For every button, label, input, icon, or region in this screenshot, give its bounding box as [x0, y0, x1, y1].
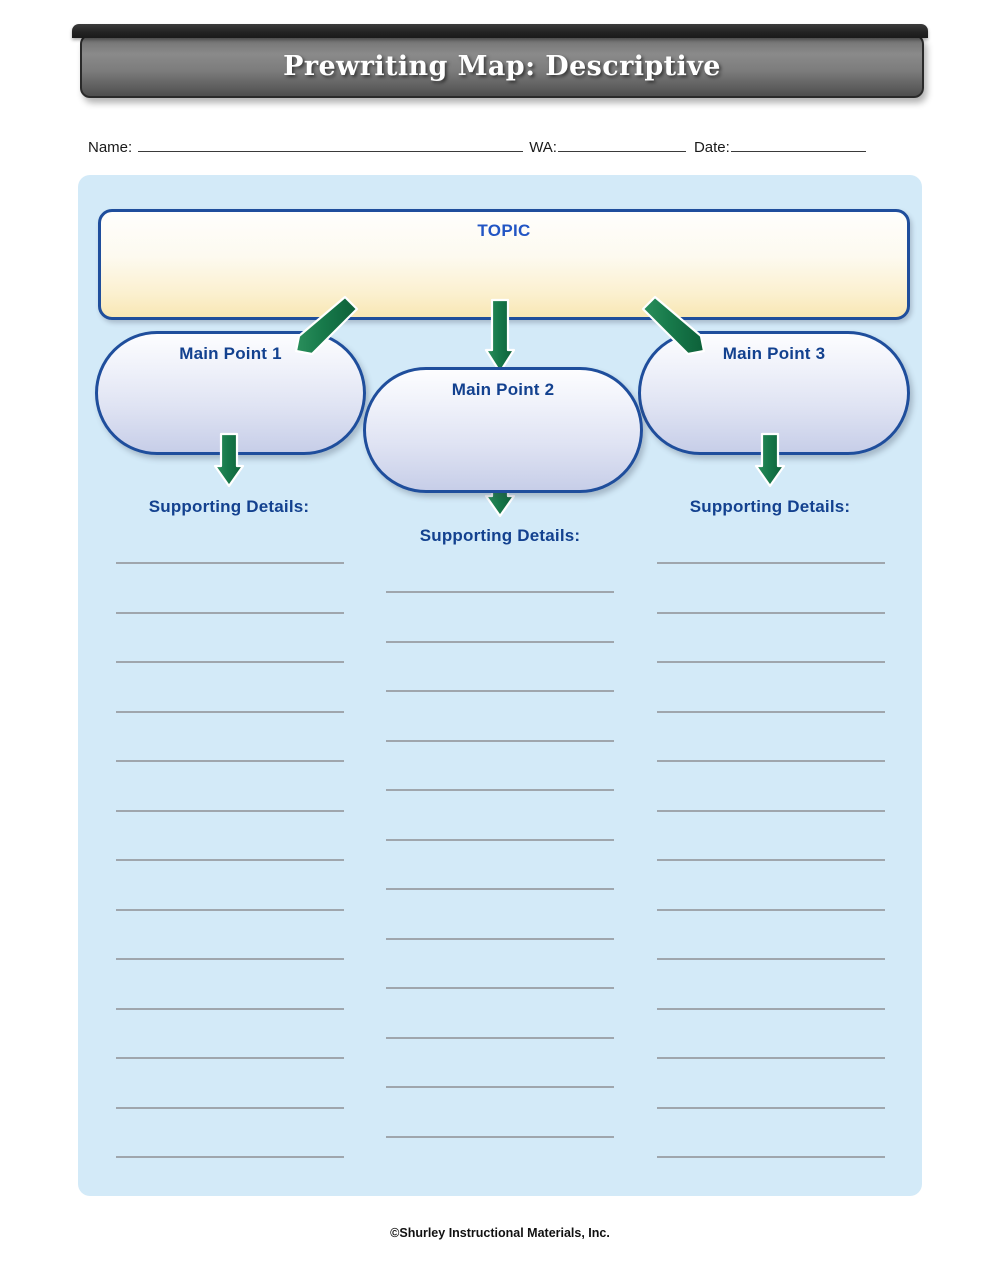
writing-line[interactable]	[386, 1036, 614, 1039]
writing-line[interactable]	[657, 611, 885, 614]
writing-line[interactable]	[386, 591, 614, 593]
writing-line[interactable]	[386, 937, 614, 940]
wa-label: WA:	[529, 139, 557, 156]
date-label: Date:	[693, 139, 730, 156]
writing-line[interactable]	[386, 690, 614, 692]
writing-line[interactable]	[386, 789, 614, 791]
supporting-details-2-heading: Supporting Details:	[419, 526, 581, 545]
writing-line[interactable]	[657, 1156, 885, 1158]
main-point-3-box[interactable]: Main Point 3	[638, 331, 910, 455]
main-point-1-box[interactable]: Main Point 1	[95, 331, 366, 455]
main-point-1-label: Main Point 1	[179, 344, 282, 363]
main-point-2-label: Main Point 2	[451, 380, 555, 399]
writing-line[interactable]	[116, 661, 344, 663]
page-title: Prewriting Map: Descriptive	[283, 50, 721, 82]
writing-line[interactable]	[657, 958, 885, 960]
writing-line[interactable]	[657, 760, 885, 762]
wa-input[interactable]	[557, 139, 686, 152]
writing-line[interactable]	[657, 1057, 885, 1059]
writing-line[interactable]	[116, 859, 344, 861]
identity-row: Name: WA: Date:	[88, 139, 912, 161]
name-label: Name:	[88, 139, 133, 156]
writing-line[interactable]	[657, 859, 885, 861]
writing-line[interactable]	[116, 1106, 344, 1109]
writing-line[interactable]	[386, 1135, 614, 1138]
writing-line[interactable]	[116, 1007, 344, 1010]
name-input[interactable]	[138, 139, 524, 152]
writing-line[interactable]	[657, 710, 885, 713]
organizer-panel	[78, 175, 922, 1196]
supporting-details-1-heading: Supporting Details:	[148, 497, 310, 516]
writing-line[interactable]	[386, 1086, 614, 1088]
writing-line[interactable]	[116, 958, 344, 960]
writing-line[interactable]	[116, 760, 344, 762]
writing-line[interactable]	[116, 562, 344, 564]
writing-line[interactable]	[657, 562, 885, 564]
supporting-details-3-heading: Supporting Details:	[689, 497, 851, 516]
writing-line[interactable]	[386, 987, 614, 989]
writing-line[interactable]	[116, 611, 344, 614]
banner-top-bar	[72, 24, 928, 38]
writing-line[interactable]	[116, 710, 344, 713]
writing-line[interactable]	[657, 661, 885, 663]
banner-body: Prewriting Map: Descriptive	[80, 34, 924, 98]
writing-line[interactable]	[657, 809, 885, 812]
title-banner: Prewriting Map: Descriptive	[72, 24, 928, 98]
writing-line[interactable]	[386, 838, 614, 841]
copyright-footer: ©Shurley Instructional Materials, Inc.	[390, 1226, 610, 1240]
main-point-2-box[interactable]: Main Point 2	[363, 367, 643, 493]
writing-line[interactable]	[116, 1156, 344, 1158]
writing-line[interactable]	[116, 908, 344, 911]
writing-line[interactable]	[386, 739, 614, 742]
writing-line[interactable]	[657, 908, 885, 911]
date-input[interactable]	[730, 139, 866, 152]
writing-line[interactable]	[386, 888, 614, 890]
writing-line[interactable]	[386, 640, 614, 643]
writing-line[interactable]	[116, 1057, 344, 1059]
writing-line[interactable]	[657, 1007, 885, 1010]
writing-line[interactable]	[657, 1106, 885, 1109]
topic-label: TOPIC	[477, 221, 531, 240]
topic-box[interactable]: TOPIC	[98, 209, 910, 320]
main-point-3-label: Main Point 3	[722, 344, 826, 363]
writing-line[interactable]	[116, 809, 344, 812]
